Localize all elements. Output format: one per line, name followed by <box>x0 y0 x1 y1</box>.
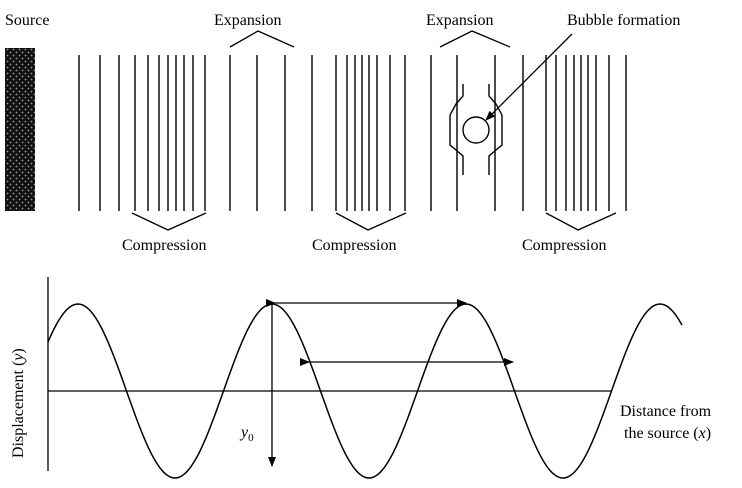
source-label: Source <box>5 12 49 29</box>
wavefront-lines <box>79 55 626 211</box>
expansion-label-2: Expansion <box>426 12 494 29</box>
y-axis-label: Displacement (y) <box>10 348 27 458</box>
compression-bracket-1 <box>132 213 206 230</box>
amplitude-label: y0 <box>239 424 254 444</box>
expansion-label-1: Expansion <box>214 12 282 29</box>
compression-label-3: Compression <box>522 237 606 254</box>
expansion-bracket-2 <box>440 31 510 47</box>
bubble-pointer-arrow <box>486 34 572 120</box>
expansion-bracket-1 <box>230 31 294 47</box>
x-axis-label-line1: Distance from <box>620 403 712 420</box>
x-axis-label-line2: the source (x) <box>624 425 711 442</box>
cavitation-bubble <box>450 84 502 175</box>
ultrasound-source <box>5 48 35 211</box>
bubble-formation-label: Bubble formation <box>567 12 680 29</box>
compression-label-2: Compression <box>312 237 396 254</box>
compression-bracket-3 <box>546 213 616 230</box>
compression-bracket-2 <box>336 213 406 230</box>
compression-label-1: Compression <box>122 237 206 254</box>
